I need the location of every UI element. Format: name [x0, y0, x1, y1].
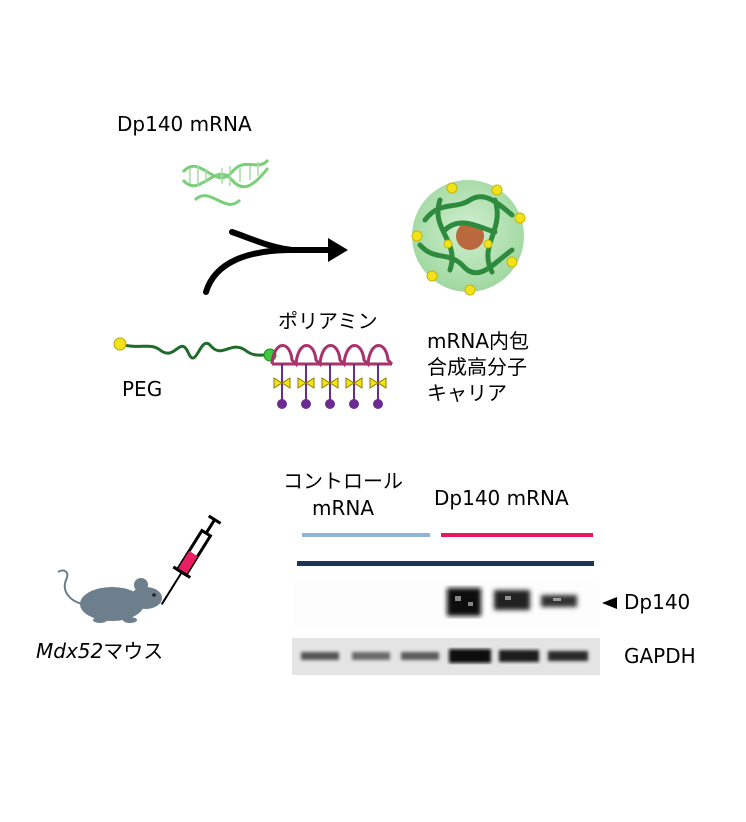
control-label-line2: mRNA — [311, 496, 375, 520]
polyamine-bead — [349, 399, 359, 409]
group-bar — [297, 561, 594, 566]
gapdh-bands — [301, 649, 588, 663]
polyamine-bead — [325, 399, 335, 409]
polyamine-crosslink — [297, 377, 315, 389]
mouse-label: Mdx52マウス — [36, 640, 163, 663]
dp140-band-label: Dp140 — [624, 590, 691, 614]
polyamine-crosslink — [273, 377, 291, 389]
carrier-label-line2: 合成高分子 — [427, 355, 527, 379]
gapdh-band-label: GAPDH — [624, 644, 696, 668]
polyamine-label: ポリアミン — [278, 309, 378, 333]
dp140-group-label: Dp140 mRNA — [434, 486, 569, 510]
carrier-label-line3: キャリア — [427, 381, 507, 405]
mouse-label-strain: Mdx52 — [36, 639, 104, 663]
dp140-pointer-icon — [602, 597, 617, 609]
polyamine-crosslink — [369, 377, 387, 389]
carrier-label-line1: mRNA内包 — [427, 329, 530, 353]
polyamine-crosslink — [345, 377, 363, 389]
control-bar — [302, 533, 430, 537]
control-label-line1: コントロール — [283, 469, 403, 493]
polyamine-bead — [301, 399, 311, 409]
mrna-label: Dp140 mRNA — [117, 112, 252, 136]
dp140-bar — [441, 533, 593, 537]
polyamine-bead — [277, 399, 287, 409]
mouse-label-suffix: マウス — [103, 639, 164, 663]
polyamine-bead — [373, 399, 383, 409]
peg-label: PEG — [122, 377, 163, 401]
polyamine-crosslink — [321, 377, 339, 389]
